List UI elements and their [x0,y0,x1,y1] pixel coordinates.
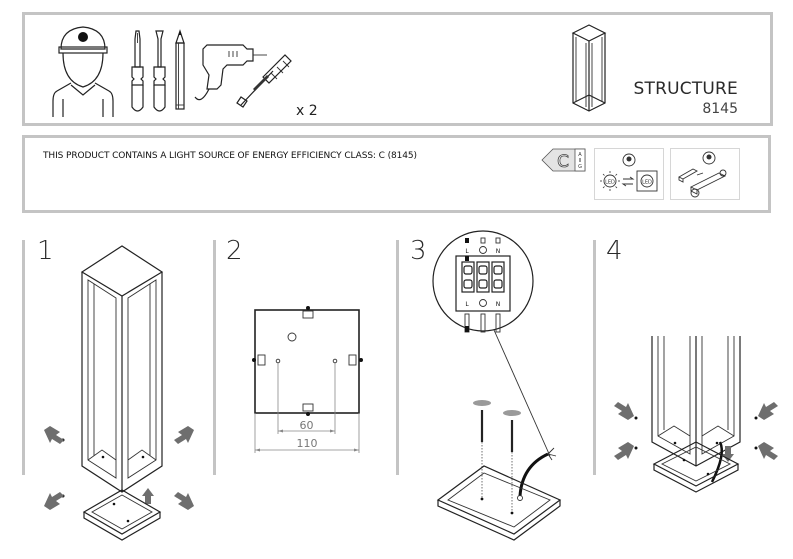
outward-arrow-icon [44,426,194,510]
wall-plug-screw-icon [236,54,292,108]
drill-icon [194,44,267,101]
dimension-110: 110 [297,437,318,450]
step-4-number: 4 [606,236,623,266]
inward-arrow-icon [614,402,778,462]
step-2-diagram: 60 110 [252,306,363,453]
step-3-divider [396,240,399,475]
terminal-connectors [461,261,505,293]
energy-class-letter: C [557,152,569,172]
tools-panel: x 2 STRUCTURE 8145 [22,12,773,126]
svg-text:LED: LED [605,180,615,186]
terminal-block [455,255,511,312]
energy-class-badge: C A G [541,148,586,172]
installer-person-icon [52,26,114,117]
step-4-divider [593,240,596,475]
step-2-number: 2 [226,236,243,266]
step-1-number: 1 [37,236,54,266]
svg-text:LED: LED [642,180,652,186]
step-3-diagram: L N L N [432,230,562,541]
product-code: 8145 [702,101,738,117]
terminal-detail-circle [432,230,534,332]
svg-text:G: G [578,164,582,170]
replaceable-led-icon: LED LED [594,148,664,200]
flat-screwdriver-icon [153,30,166,112]
step-2-divider [213,240,216,475]
quantity-label: x 2 [296,103,318,119]
phillips-screwdriver-icon [131,30,144,112]
svg-text:L: L [465,248,469,255]
step-1-divider [22,240,25,475]
energy-class-notice: THIS PRODUCT CONTAINS A LIGHT SOURCE OF … [43,151,417,161]
svg-text:L: L [465,301,469,308]
lamp-post-icon [571,24,607,112]
replaceable-driver-icon [670,148,740,200]
step-3-number: 3 [410,236,427,266]
product-title: STRUCTURE [633,79,738,99]
energy-panel: THIS PRODUCT CONTAINS A LIGHT SOURCE OF … [22,135,771,213]
svg-text:N: N [496,301,501,308]
earth-icon [479,246,487,254]
pencil-icon [175,29,185,110]
dimension-60: 60 [300,419,314,432]
step-1-diagram [44,245,194,541]
step-4-diagram [614,336,778,493]
svg-text:A: A [578,152,582,158]
wall-plug-icon [473,400,521,512]
svg-text:N: N [496,248,501,255]
